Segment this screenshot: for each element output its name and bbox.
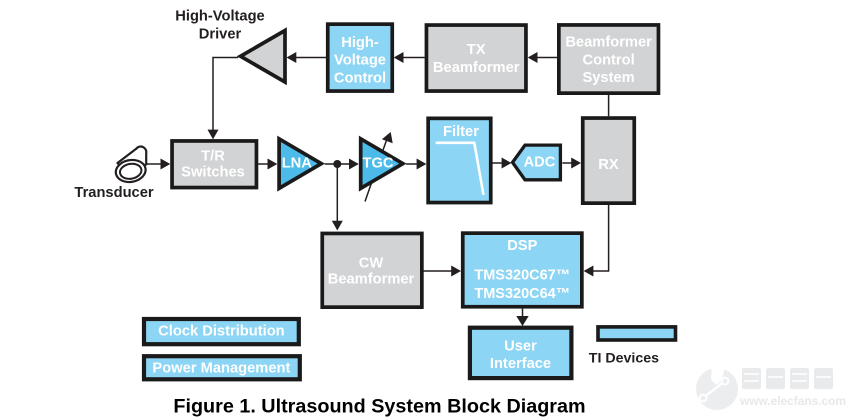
svg-text:ADC: ADC [524,155,556,171]
svg-text:Beamformer: Beamformer [328,271,415,287]
svg-text:TGC: TGC [362,156,393,172]
svg-text:Control: Control [334,70,386,86]
svg-text:RX: RX [598,157,619,173]
svg-text:LNA: LNA [282,156,313,172]
svg-text:Figure 1. Ultrasound System Bl: Figure 1. Ultrasound System Block Diagra… [173,395,585,417]
svg-text:TX: TX [467,42,486,58]
svg-text:Clock Distribution: Clock Distribution [158,324,285,340]
svg-text:Control: Control [582,52,634,68]
svg-text:Switches: Switches [181,165,245,181]
svg-text:High-: High- [341,35,379,51]
svg-text:TMS320C64™: TMS320C64™ [474,286,570,302]
svg-text:High-Voltage: High-Voltage [175,9,264,25]
svg-text:Interface: Interface [490,356,551,372]
svg-text:System: System [582,70,634,86]
svg-text:Transducer: Transducer [74,185,153,201]
svg-text:User: User [504,339,537,355]
svg-text:DSP: DSP [507,238,537,254]
svg-text:www.elecfans.com: www.elecfans.com [739,394,846,408]
svg-text:TI Devices: TI Devices [589,351,659,367]
svg-text:Voltage: Voltage [334,53,386,69]
svg-text:Beamformer: Beamformer [433,60,520,76]
svg-text:Filter: Filter [443,124,479,140]
svg-text:Power Management: Power Management [152,360,290,376]
svg-text:CW: CW [359,255,384,271]
svg-text:Beamformer: Beamformer [565,35,652,51]
svg-text:T/R: T/R [201,148,225,164]
svg-text:Driver: Driver [199,27,242,43]
svg-text:TMS320C67™: TMS320C67™ [474,268,570,284]
